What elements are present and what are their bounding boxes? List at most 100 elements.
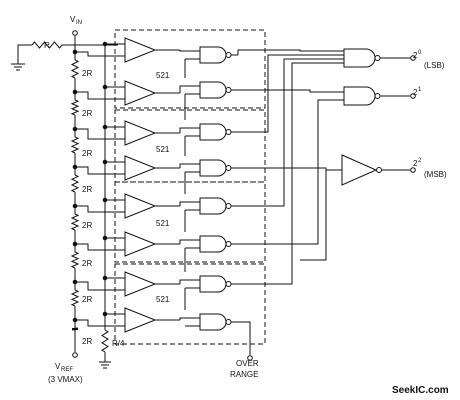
nand-bubble xyxy=(225,241,232,247)
ic-label: 521 xyxy=(156,145,170,154)
junction-dot xyxy=(102,311,108,317)
over-range-label: RANGE xyxy=(230,370,258,379)
vin-sub-label: IN xyxy=(76,20,82,26)
junction-dot xyxy=(72,89,78,95)
input-resistor-label: R xyxy=(44,41,50,50)
nand-bubble xyxy=(225,281,232,287)
output-1-label: 2 xyxy=(413,88,418,97)
resistor xyxy=(70,213,80,231)
vref-terminal xyxy=(72,352,78,358)
resistor xyxy=(70,289,80,307)
junction-dot xyxy=(72,126,78,132)
comparator-triangle xyxy=(124,37,157,63)
junction-dot xyxy=(72,241,78,247)
comparator-triangle xyxy=(124,271,157,297)
wire xyxy=(238,99,344,245)
ladder-resistor-label: 2R xyxy=(82,149,92,158)
nand-bubble xyxy=(225,52,232,58)
nand-gate xyxy=(343,86,376,106)
wire xyxy=(238,54,344,133)
wire xyxy=(238,89,344,93)
nand-gate xyxy=(199,235,227,253)
ladder-resistor-label: 2R xyxy=(82,109,92,118)
junction-dot xyxy=(72,49,78,55)
ladder-resistor-label: 2R xyxy=(82,295,92,304)
nand-bubble xyxy=(225,165,232,171)
comparator-triangle xyxy=(124,193,157,219)
resistor xyxy=(71,327,79,331)
junction-dot xyxy=(72,164,78,170)
resistor xyxy=(70,59,80,79)
ladder-resistor-label: 2R xyxy=(82,69,92,78)
nand-gate xyxy=(199,275,227,293)
comparator-triangle xyxy=(124,155,157,181)
ic-521-box xyxy=(114,181,266,263)
nand-gate xyxy=(199,81,227,99)
wire xyxy=(75,243,120,251)
buffer-triangle xyxy=(341,154,378,186)
output-1-terminal xyxy=(410,93,416,99)
vref-note: (3 VMAX) xyxy=(48,375,83,384)
junction-dot xyxy=(102,197,108,203)
output-2-superscript: 2 xyxy=(418,158,422,164)
nand-gate xyxy=(343,48,376,68)
nand-bubble xyxy=(374,55,381,61)
junction-dot xyxy=(102,275,108,281)
wire xyxy=(228,321,251,355)
nand-gate xyxy=(199,123,227,141)
ladder-resistor-label: 2R xyxy=(82,259,92,268)
resistor xyxy=(70,251,80,269)
ic-label: 521 xyxy=(156,71,170,80)
wire xyxy=(179,163,200,168)
ic-521-box xyxy=(114,263,266,345)
wire xyxy=(179,201,200,206)
vref-sub-label: REF xyxy=(61,367,73,373)
resistor xyxy=(101,329,109,353)
output-1-superscript: 1 xyxy=(418,87,422,93)
ladder-resistor-label: 2R xyxy=(82,185,92,194)
nand-bubble xyxy=(374,93,381,99)
wire xyxy=(238,58,344,207)
nand-bubble xyxy=(225,87,232,93)
ic-label: 521 xyxy=(156,219,170,228)
comparator-triangle xyxy=(124,307,157,333)
nand-gate xyxy=(199,197,227,215)
junction-dot xyxy=(102,159,108,165)
wire xyxy=(179,317,200,320)
components xyxy=(11,29,416,369)
ladder-resistor-label: 2R xyxy=(82,337,92,346)
watermark: SeekIC.com xyxy=(392,385,449,396)
output-2-tag: (MSB) xyxy=(424,170,447,179)
comparator-triangle xyxy=(124,80,157,106)
resistor xyxy=(31,41,63,49)
nand-gate xyxy=(199,159,227,177)
resistor xyxy=(70,136,80,154)
wire xyxy=(75,91,120,100)
junction-dot xyxy=(102,41,108,47)
resistor xyxy=(70,174,80,193)
junction-dot xyxy=(102,235,108,241)
resistor xyxy=(70,99,80,116)
wire xyxy=(75,281,120,291)
output-2-label: 2 xyxy=(413,159,418,168)
wire xyxy=(75,205,120,213)
junction-dot xyxy=(102,124,108,130)
wire xyxy=(179,127,200,133)
wire xyxy=(179,279,200,284)
wire xyxy=(179,239,200,244)
over-range-label: OVER xyxy=(236,359,259,368)
ic-label: 521 xyxy=(156,295,170,304)
wire xyxy=(238,167,342,171)
wire xyxy=(17,44,32,64)
vref-label: V xyxy=(55,362,61,371)
nand-bubble xyxy=(225,129,232,135)
wire xyxy=(75,166,120,175)
nand-gate xyxy=(199,313,227,331)
buffer-bubble xyxy=(376,167,382,173)
output-0-terminal xyxy=(410,55,416,61)
quarter-resistor-label: R/4 xyxy=(112,339,125,348)
vin-label: V xyxy=(70,15,76,24)
wire xyxy=(75,51,120,57)
output-0-superscript: 0 xyxy=(418,50,422,56)
